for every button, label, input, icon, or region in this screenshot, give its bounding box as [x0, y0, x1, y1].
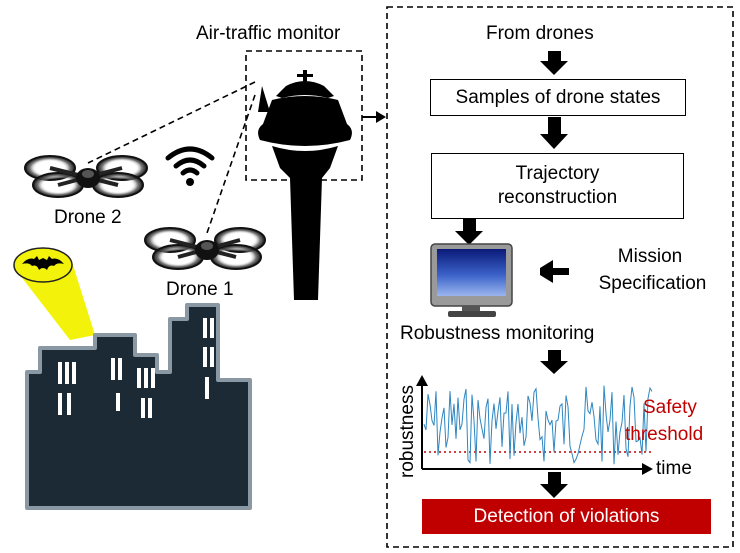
violations-label: Detection of violations	[473, 505, 660, 527]
computer-monitor-icon	[430, 243, 513, 317]
drone-2-label: Drone 2	[54, 207, 122, 228]
drone-1-icon	[144, 227, 266, 270]
mission-label-line2: Specification	[598, 273, 707, 294]
plot-xlabel: time	[656, 458, 692, 479]
tower-label: Air-traffic monitor	[196, 23, 341, 44]
robustness-signal	[423, 385, 653, 465]
threshold-label-line1: Safety	[643, 397, 697, 418]
arrow-trajectory-to-computer	[455, 219, 483, 245]
samples-label: Samples of drone states	[455, 86, 661, 108]
arrow-plot-to-detection	[540, 472, 568, 498]
wifi-icon	[165, 146, 215, 186]
violations-box: Detection of violations	[422, 499, 711, 534]
arrow-mission-to-computer	[540, 260, 569, 283]
plot-ylabel: robustness	[397, 385, 418, 478]
link-drone-2	[87, 81, 256, 164]
bat-signal-icon	[13, 247, 95, 340]
trajectory-label-line1: Trajectory	[515, 163, 600, 185]
trajectory-box: Trajectory reconstruction	[431, 153, 684, 219]
threshold-label-line2: threshold	[625, 424, 704, 445]
monitoring-label: Robustness monitoring	[400, 323, 595, 344]
arrow-samples-to-trajectory	[540, 117, 568, 149]
pipeline-arrows	[455, 51, 569, 498]
arrow-monitoring-to-plot	[540, 350, 568, 374]
city-skyline	[25, 303, 252, 510]
link-drone-1	[206, 94, 256, 234]
trajectory-label-line2: reconstruction	[497, 187, 618, 208]
monitor-panel-border	[386, 6, 734, 548]
samples-box: Samples of drone states	[430, 79, 686, 116]
source-label: From drones	[486, 23, 594, 44]
control-tower-icon	[258, 70, 352, 300]
drone-1-label: Drone 1	[166, 279, 234, 300]
mission-label-line1: Mission	[617, 246, 683, 267]
drone-2-icon	[24, 155, 148, 198]
arrow-tower-to-panel	[362, 111, 386, 123]
arrow-source-to-samples	[540, 51, 568, 75]
plot-axes	[416, 375, 653, 475]
